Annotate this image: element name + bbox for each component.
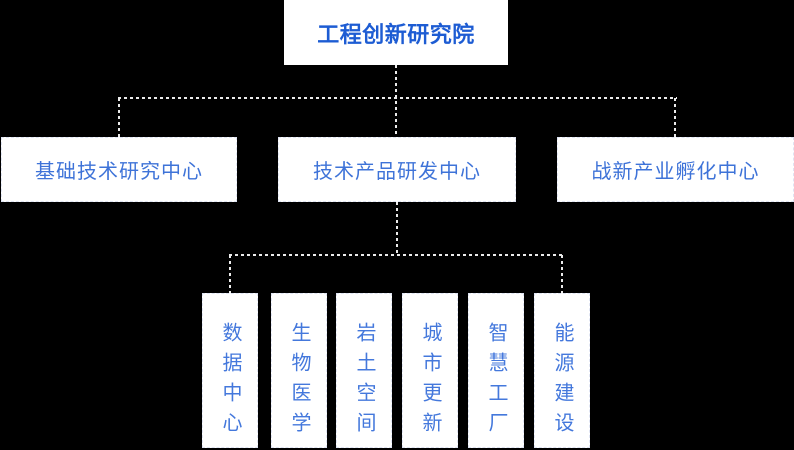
org-node-label: 城市更新 (419, 321, 441, 442)
org-node-label: 数据中心 (219, 321, 241, 442)
org-node-urban-renewal: 城市更新 (402, 293, 458, 448)
connector-level2-right-drop (674, 98, 676, 137)
connector-level3-left-drop (229, 255, 231, 293)
connector-level3-horizontal (229, 254, 563, 256)
org-node-energy-construction: 能源建设 (534, 293, 590, 448)
org-node-product-rd-center: 技术产品研发中心 (278, 137, 516, 202)
org-node-basic-tech-center: 基础技术研究中心 (1, 137, 237, 202)
org-node-incubation-center: 战新产业孵化中心 (557, 137, 794, 202)
connector-center-down (396, 202, 398, 255)
org-node-biomedicine: 生物医学 (271, 293, 327, 448)
org-node-label: 智慧工厂 (485, 321, 507, 442)
connector-level2-horizontal (118, 97, 677, 99)
org-node-label: 生物医学 (288, 321, 310, 442)
org-node-root-label: 工程创新研究院 (317, 21, 475, 47)
org-node-label: 能源建设 (551, 321, 573, 442)
org-node-data-center: 数据中心 (202, 293, 258, 448)
org-node-label: 岩土空间 (353, 321, 375, 442)
org-node-label: 战新产业孵化中心 (591, 161, 760, 183)
connector-level2-left-drop (118, 98, 120, 137)
org-node-label: 技术产品研发中心 (313, 161, 481, 183)
connector-root-down (395, 65, 397, 137)
org-node-root: 工程创新研究院 (284, 0, 508, 65)
org-node-geotechnical-space: 岩土空间 (336, 293, 392, 448)
org-node-label: 基础技术研究中心 (35, 161, 203, 183)
org-node-smart-factory: 智慧工厂 (468, 293, 524, 448)
connector-level3-right-drop (561, 255, 563, 293)
